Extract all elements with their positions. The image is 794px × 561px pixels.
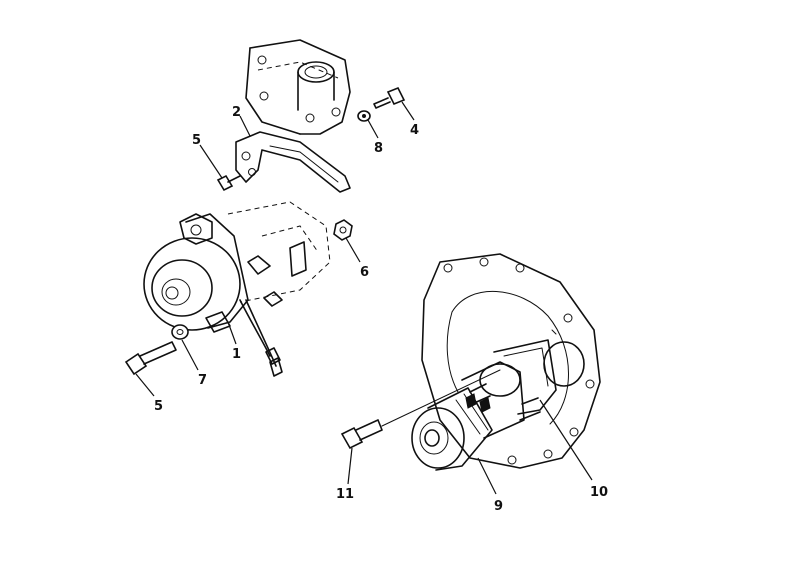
callout-9: 9 bbox=[494, 499, 503, 514]
hex-nut bbox=[333, 219, 361, 263]
starter-motor bbox=[381, 339, 593, 495]
callout-labels: 2 5 8 4 6 7 1 5 11 9 10 bbox=[154, 105, 608, 514]
callout-11: 11 bbox=[336, 487, 354, 502]
callout-10: 10 bbox=[590, 485, 608, 500]
callout-5-lower: 5 bbox=[154, 399, 163, 414]
callout-5-upper: 5 bbox=[192, 133, 201, 148]
upper-bolt bbox=[373, 86, 415, 121]
starter-bolt bbox=[340, 419, 383, 485]
leader-1 bbox=[227, 321, 237, 345]
callout-8: 8 bbox=[374, 141, 383, 156]
leader-2 bbox=[239, 115, 251, 137]
mounting-bracket bbox=[235, 131, 351, 193]
callout-2: 2 bbox=[232, 105, 241, 120]
callout-6: 6 bbox=[360, 265, 369, 280]
callout-1: 1 bbox=[232, 347, 241, 362]
flywheel-housing-plate bbox=[421, 253, 601, 469]
callout-7: 7 bbox=[198, 373, 207, 388]
bracket-bolt bbox=[199, 144, 241, 192]
upper-mounting-housing bbox=[245, 39, 351, 135]
callout-4: 4 bbox=[410, 123, 419, 138]
lock-washer-upper bbox=[357, 110, 379, 139]
alternator-bolt bbox=[124, 341, 177, 397]
lock-washer-lower bbox=[171, 324, 199, 371]
